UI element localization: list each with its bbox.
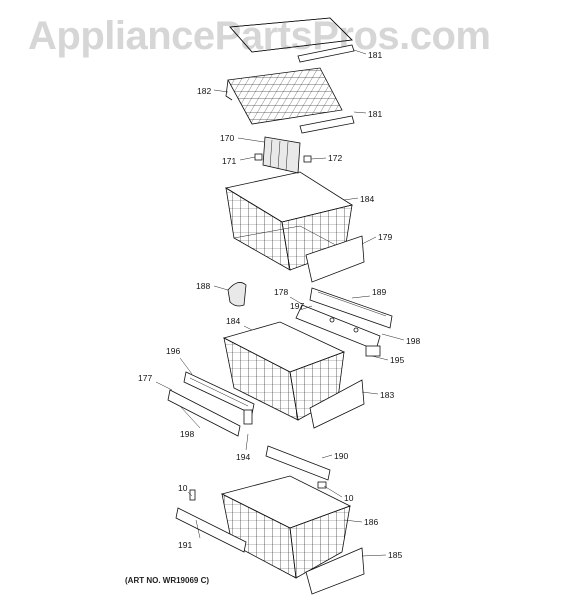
art-number: (ART NO. WR19069 C) [125,576,210,585]
callout-188: 188 [196,281,210,291]
rail-left [167,371,255,437]
clip-171 [254,153,263,161]
divider-170 [254,136,312,174]
callout-184-middle: 184 [226,316,240,326]
basket-middle-184 [222,321,346,421]
callout-171: 171 [222,156,236,166]
callout-172: 172 [328,153,342,163]
callout-197: 197 [290,301,304,311]
wire-shelf-top [229,17,355,63]
drawer-front-183 [309,379,365,429]
callout-170: 170 [220,133,234,143]
basket-lower-186 [220,475,352,579]
rail-190 [265,445,331,481]
callout-196: 196 [166,346,180,356]
wire-shelf-182 [225,67,355,134]
rail-right [295,287,393,357]
callout-177: 177 [138,373,152,383]
drawer-front-179 [305,235,365,283]
callout-191: 191 [178,540,192,550]
callout-198-left: 198 [180,429,194,439]
callout-194: 194 [236,452,250,462]
callout-10-right: 10 [344,493,354,503]
clip-172 [303,155,312,163]
callout-183: 183 [380,390,394,400]
rail-191 [175,507,247,553]
watermark-logo: AppliancePartsPros.com [28,14,491,58]
callout-181-lower: 181 [368,109,382,119]
callout-195: 195 [390,355,404,365]
drawer-front-185 [305,547,365,595]
callout-181-top: 181 [368,50,382,60]
light-cover-188 [227,282,247,307]
callout-185: 185 [388,550,402,560]
callout-178: 178 [274,287,288,297]
callout-186: 186 [364,517,378,527]
callout-198-right: 198 [406,336,420,346]
callout-179: 179 [378,232,392,242]
callout-190: 190 [334,451,348,461]
callout-189: 189 [372,287,386,297]
callout-182: 182 [197,86,211,96]
callout-184-upper: 184 [360,194,374,204]
callout-10-left: 10 [178,483,188,493]
